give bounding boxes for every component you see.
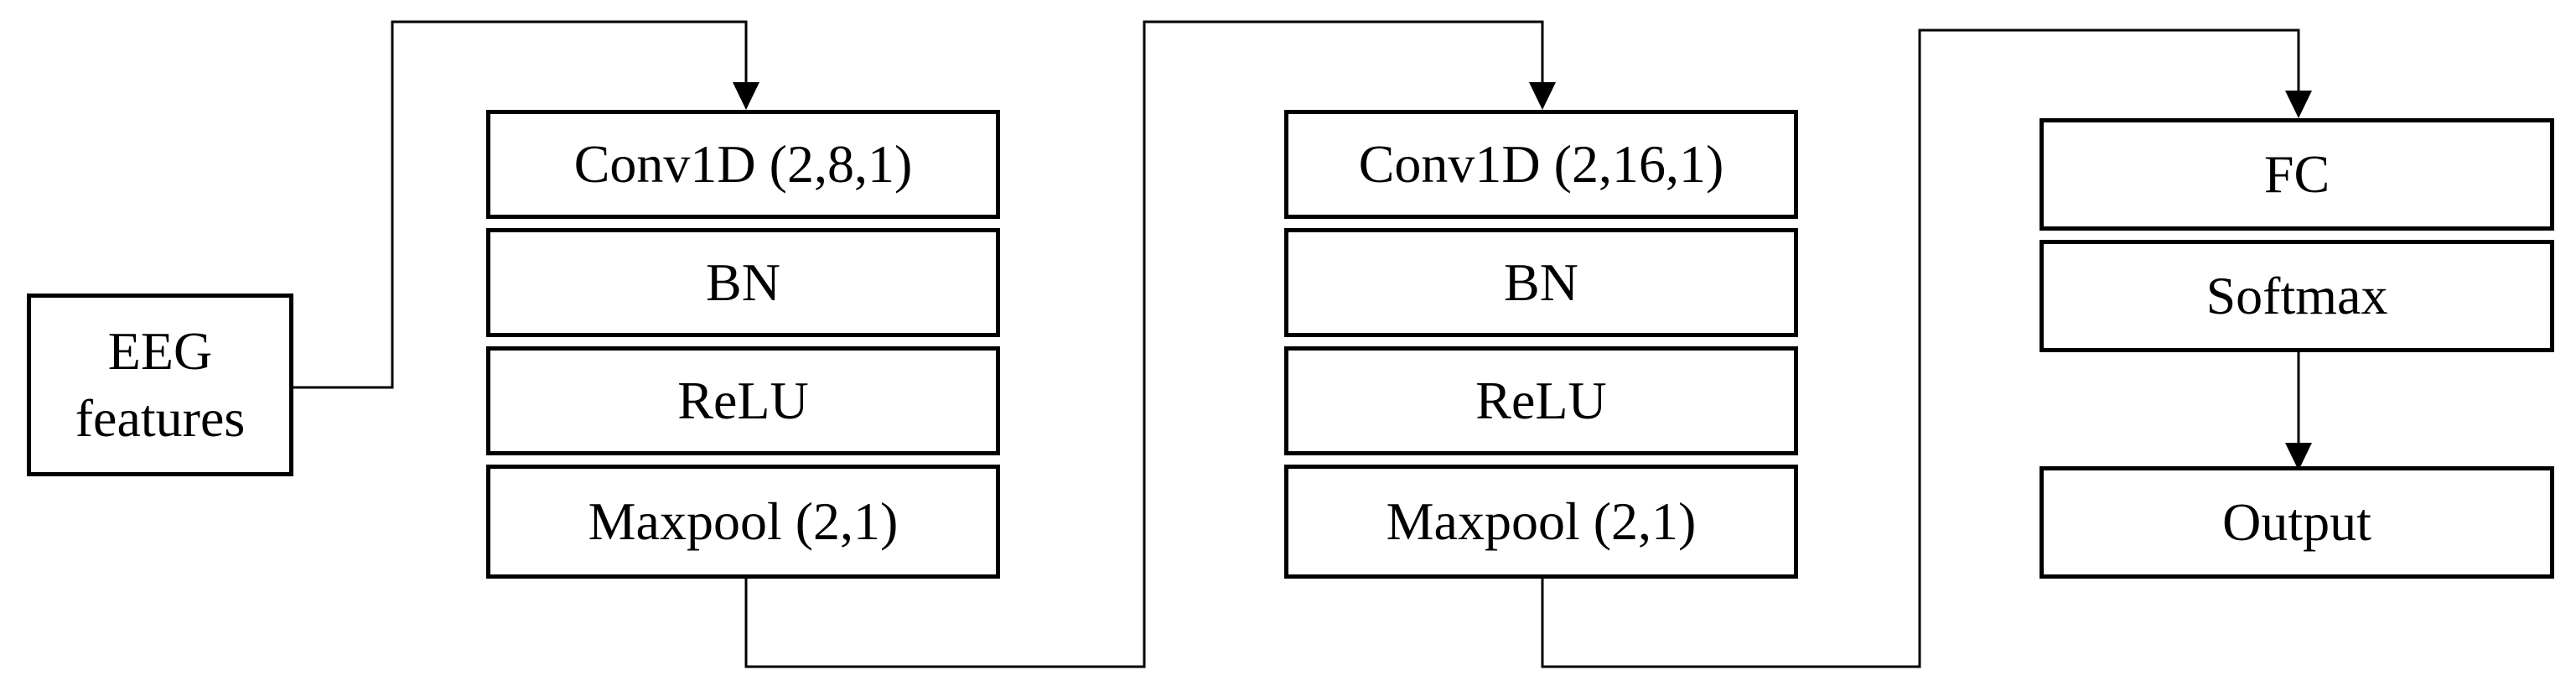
block1-layer-maxpool: Maxpool (2,1) [486,465,1000,579]
output-box: Output [2040,466,2554,579]
output-label: Output [2222,492,2371,552]
arrow-block2-to-block3 [1541,29,2300,668]
arrowhead-block2 [1529,82,1556,110]
block1-layer-bn: BN [486,228,1000,337]
block1-layer-conv1d: Conv1D (2,8,1) [486,110,1000,219]
input-label-line2: features [75,388,246,448]
block3-layer-softmax: Softmax [2040,240,2554,352]
block1-layer-relu: ReLU [486,346,1000,455]
block3-layer-fc: FC [2040,118,2554,231]
block2-layer-bn: BN [1284,228,1798,337]
arrowhead-block1 [733,82,759,110]
input-label-line1: EEG [107,321,213,381]
arrowhead-output [2285,443,2312,470]
input-box-eeg-features: EEG features [27,294,293,476]
arrow-block1-to-block2 [744,20,1544,668]
block2-layer-maxpool: Maxpool (2,1) [1284,465,1798,579]
arrowhead-block3 [2285,91,2312,118]
arrow-input-to-block1 [292,20,748,389]
block2-layer-conv1d: Conv1D (2,16,1) [1284,110,1798,219]
block2-layer-relu: ReLU [1284,346,1798,455]
